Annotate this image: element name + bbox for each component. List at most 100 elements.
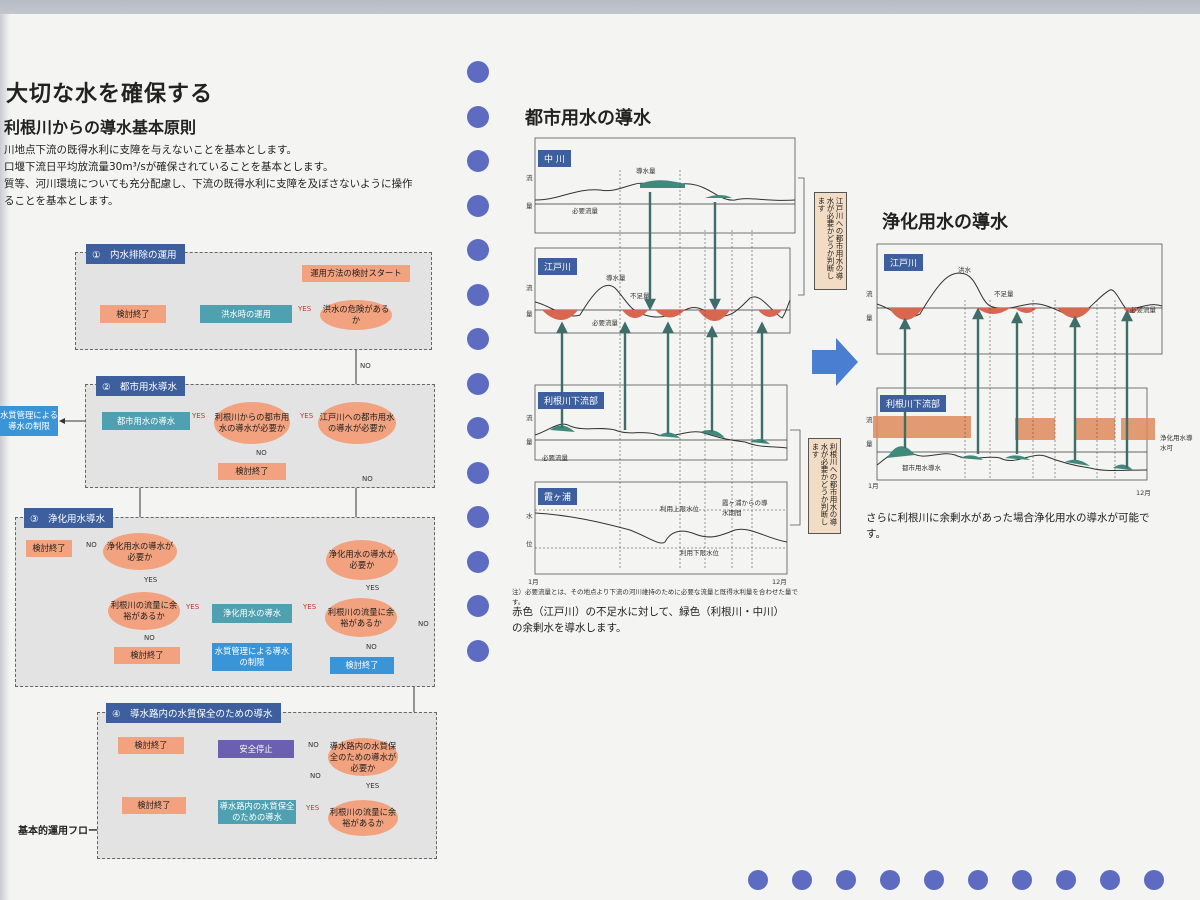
no-label: NO xyxy=(144,634,155,642)
axis-amount: 量 xyxy=(526,438,533,446)
chart-footnote: 注）必要流量とは、その地点より下流の河川維持のために必要な流量と既得水利量を合わ… xyxy=(512,588,798,606)
axis-flow: 流 xyxy=(866,416,873,424)
decorative-dot xyxy=(968,870,988,890)
decorative-dot xyxy=(1056,870,1076,890)
urban-water-charts xyxy=(534,137,805,575)
decorative-dot xyxy=(467,461,489,484)
label-lower-level: 利用下限水位 xyxy=(680,549,719,557)
label-upper-level: 利用上限水位 xyxy=(660,505,699,513)
node-purif-need-right: 浄化用水の導水が必要か xyxy=(326,540,398,580)
no-label: NO xyxy=(86,541,97,549)
decorative-dot xyxy=(467,105,489,128)
yes-label: YES xyxy=(366,782,380,790)
label-required-flow: 必要流量 xyxy=(572,207,598,215)
yes-label: YES xyxy=(366,584,380,592)
node-start: 運用方法の検討スタート xyxy=(302,265,410,282)
node-purif-transfer: 浄化用水の導水 xyxy=(212,604,292,623)
label-urban-transfer: 都市用水導水 xyxy=(902,464,941,472)
purification-charts xyxy=(873,243,1163,481)
side-note-bottom: 利根川への都市用水の導水が必要かどうか判断します xyxy=(808,438,841,534)
yes-label: YES xyxy=(186,603,200,611)
axis-level: 位 xyxy=(526,540,533,548)
node-channel-transfer: 導水路内の水質保全のための導水 xyxy=(218,800,296,824)
no-label: NO xyxy=(360,362,371,370)
node-tone-margin-left: 利根川の流量に余裕があるか xyxy=(108,592,180,630)
decorative-dot xyxy=(467,328,489,350)
decorative-dot xyxy=(1100,870,1120,890)
section-4-channel xyxy=(97,712,437,859)
section-1-header: ① 内水排除の運用 xyxy=(86,244,185,264)
node-end-4: 検討終了 xyxy=(114,647,180,664)
decorative-dot xyxy=(467,283,489,306)
axis-flow: 流 xyxy=(526,284,533,292)
axis-flow: 流 xyxy=(526,174,533,182)
axis-flow: 流 xyxy=(866,290,873,298)
label-required-flow: 必要流量 xyxy=(542,454,568,462)
node-end-6: 検討終了 xyxy=(118,737,184,754)
decorative-dot xyxy=(467,595,489,617)
node-end-1: 検討終了 xyxy=(100,305,166,323)
flow-caption: 基本的運用フロー xyxy=(18,826,98,837)
section-4-header: ④ 導水路内の水質保全のための導水 xyxy=(106,703,281,723)
chart-kasumigaura-title: 霞ヶ浦 xyxy=(538,488,578,505)
axis-amount: 量 xyxy=(526,202,533,210)
chart-right-edogawa-title: 江戸川 xyxy=(884,254,924,271)
node-flood-op: 洪水時の運用 xyxy=(200,305,292,323)
yes-label: YES xyxy=(144,576,158,584)
node-safe-stop: 安全停止 xyxy=(218,740,294,758)
axis-flow: 流 xyxy=(526,414,533,422)
axis-dec: 12月 xyxy=(1136,489,1151,497)
decorative-dot xyxy=(467,639,489,662)
no-label: NO xyxy=(362,475,373,483)
urban-water-title: 都市用水の導水 xyxy=(525,108,651,129)
node-purif-need-left: 浄化用水の導水が必要か xyxy=(103,533,177,570)
decorative-dot xyxy=(467,372,489,395)
decorative-dot xyxy=(467,506,489,528)
chart-edogawa-title: 江戸川 xyxy=(538,258,578,275)
principle-line: 質等、河川環境についても充分配慮し、下流の既得水利に支障を及ぼさないように操作 xyxy=(4,178,413,190)
urban-caption: 赤色（江戸川）の不足水に対して、緑色（利根川・中川）の余剰水を導水します。 xyxy=(512,606,785,634)
yes-label: YES xyxy=(300,412,314,420)
principles-text: 川地点下流の既得水利に支障を与えないことを基本とします。 口堰下流日平均放流量3… xyxy=(4,142,444,210)
node-end-7: 検討終了 xyxy=(122,797,186,814)
decorative-dot xyxy=(1012,870,1032,890)
page-subtitle: 利根川からの導水基本原則 xyxy=(4,118,197,137)
decorative-dot xyxy=(748,870,768,890)
decorative-dot xyxy=(467,150,489,172)
no-label: NO xyxy=(256,449,267,457)
chart-nakagawa-title: 中 川 xyxy=(538,150,571,167)
node-end-2: 検討終了 xyxy=(218,463,286,480)
decorative-dot xyxy=(1144,870,1164,890)
node-flood-danger: 洪水の危険があるか xyxy=(320,300,392,330)
decorative-dot xyxy=(467,194,489,217)
decorative-dot xyxy=(880,870,900,890)
label-required-flow: 必要流量 xyxy=(1130,306,1156,314)
no-label: NO xyxy=(308,741,319,749)
decorative-dot xyxy=(836,870,856,890)
purification-title: 浄化用水の導水 xyxy=(882,212,1008,233)
side-note-top: 江戸川への都市用水の導水が必要かどうか判断します xyxy=(814,192,847,290)
yes-label: YES xyxy=(306,804,320,812)
label-kasumi-transfer: 霞ヶ浦からの導水期間 xyxy=(722,499,768,517)
label-transfer: 導水量 xyxy=(636,167,656,175)
node-end-3: 検討終了 xyxy=(26,540,72,557)
axis-jan: 1月 xyxy=(868,482,879,490)
section-2-header: ② 都市用水導水 xyxy=(96,376,186,396)
yes-label: YES xyxy=(192,412,206,420)
page-title: 大切な水を確保する xyxy=(6,82,214,107)
node-tone-margin-right: 利根川の流量に余裕があるか xyxy=(325,598,397,637)
decorative-dot xyxy=(467,239,489,261)
axis-amount: 量 xyxy=(866,440,873,448)
no-label: NO xyxy=(366,643,377,651)
decorative-dot xyxy=(467,61,489,83)
node-end-5: 検討終了 xyxy=(330,657,394,674)
decorative-dot xyxy=(924,870,944,890)
node-quality-limit-left: 水質管理による導水の制限 xyxy=(0,406,58,436)
axis-amount: 量 xyxy=(526,310,533,318)
node-tone-need: 利根川からの都市用水の導水が必要か xyxy=(214,402,290,444)
principle-line: ることを基本とします。 xyxy=(4,195,119,207)
label-shortage: 不足量 xyxy=(630,292,650,300)
principle-line: 川地点下流の既得水利に支障を与えないことを基本とします。 xyxy=(4,144,297,156)
chart-tone-title: 利根川下流部 xyxy=(538,392,605,409)
node-quality-limit-mid: 水質管理による導水の制限 xyxy=(212,643,292,671)
